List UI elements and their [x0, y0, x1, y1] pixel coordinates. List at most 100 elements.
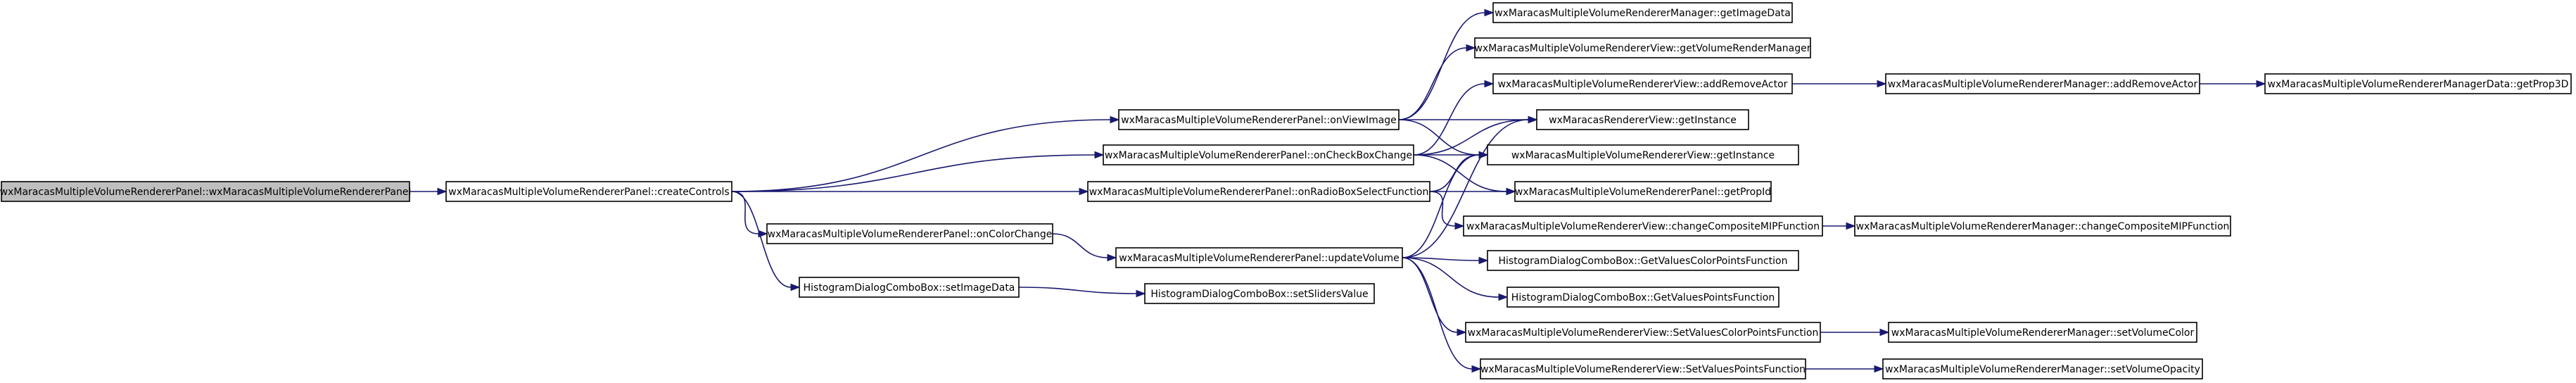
node-onRadioBoxSelectFunction[interactable]: wxMaracasMultipleVolumeRendererPanel::on… — [1087, 181, 1430, 202]
node-updateVolume[interactable]: wxMaracasMultipleVolumeRendererPanel::up… — [1115, 247, 1403, 268]
node-label: wxMaracasMultipleVolumeRendererView::cha… — [1466, 221, 1820, 232]
node-label: wxMaracasMultipleVolumeRendererManager::… — [1856, 221, 2230, 232]
node-setSlidersValue[interactable]: HistogramDialogComboBox::setSlidersValue — [1144, 283, 1375, 304]
edge-updateVolume-to-getValuesPoints — [1402, 257, 1499, 298]
node-getValuesColorPoints[interactable]: HistogramDialogComboBox::GetValuesColorP… — [1487, 250, 1799, 271]
node-box[interactable] — [766, 223, 1053, 244]
edge-updateVolume-to-viewSetValuesColorPoints — [1402, 257, 1458, 333]
node-box[interactable] — [1487, 144, 1799, 165]
arrowhead-icon — [1094, 151, 1105, 159]
edge-onCheckBoxChange-to-rendererViewGetInstance — [1413, 119, 1529, 156]
arrowhead-icon — [437, 187, 448, 196]
node-box[interactable] — [1465, 322, 1821, 343]
arrowhead-icon — [1471, 365, 1482, 373]
node-rendererViewGetInstance[interactable]: wxMaracasRendererView::getInstance — [1536, 109, 1749, 130]
edge-createControls-to-onViewImage — [731, 119, 1111, 192]
arrowhead-icon — [1528, 115, 1538, 124]
node-box[interactable] — [1144, 283, 1375, 304]
node-box[interactable] — [1115, 247, 1403, 268]
node-box[interactable] — [1492, 2, 1793, 23]
node-root[interactable]: wxMaracasMultipleVolumeRendererPanel::wx… — [0, 181, 411, 202]
node-label: wxMaracasMultipleVolumeRendererPanel::on… — [1121, 115, 1397, 126]
node-box[interactable] — [1514, 181, 1772, 202]
node-box[interactable] — [1087, 181, 1430, 202]
node-label: wxMaracasMultipleVolumeRendererPanel::wx… — [0, 187, 411, 198]
node-box[interactable] — [1474, 37, 1811, 58]
node-box[interactable] — [1103, 144, 1414, 165]
arrowhead-icon — [2256, 80, 2266, 88]
node-label: HistogramDialogComboBox::GetValuesPoints… — [1511, 292, 1775, 303]
node-label: wxMaracasMultipleVolumeRendererPanel::up… — [1119, 253, 1399, 264]
node-mgrGetImageData[interactable]: wxMaracasMultipleVolumeRendererManager::… — [1492, 2, 1793, 23]
arrowhead-icon — [1498, 293, 1509, 301]
node-mgrAddRemoveActor[interactable]: wxMaracasMultipleVolumeRendererManager::… — [1885, 73, 2200, 94]
edge-updateVolume-to-rendererViewGetInstance — [1402, 119, 1529, 258]
node-onViewImage[interactable]: wxMaracasMultipleVolumeRendererPanel::on… — [1118, 109, 1400, 130]
arrowhead-icon — [1454, 222, 1465, 230]
node-box[interactable] — [1118, 109, 1400, 130]
edge-onRadioBoxSelectFunction-to-viewChangeCompositeMIP — [1429, 191, 1456, 227]
node-viewSetValuesColorPoints[interactable]: wxMaracasMultipleVolumeRendererView::Set… — [1465, 322, 1821, 343]
node-label: wxMaracasMultipleVolumeRendererManager::… — [1888, 79, 2198, 90]
node-label: wxMaracasMultipleVolumeRendererPanel::on… — [768, 229, 1053, 240]
node-box[interactable] — [1888, 322, 2197, 343]
node-label: wxMaracasMultipleVolumeRendererPanel::on… — [1089, 187, 1429, 198]
edge-createControls-to-onCheckBoxChange — [731, 154, 1096, 192]
edge-createControls-to-onColorChange — [731, 191, 759, 234]
node-getValuesPoints[interactable]: HistogramDialogComboBox::GetValuesPoints… — [1506, 287, 1779, 308]
node-createControls[interactable]: wxMaracasMultipleVolumeRendererPanel::cr… — [445, 181, 732, 202]
arrowhead-icon — [1079, 187, 1089, 196]
node-viewAddRemoveActor[interactable]: wxMaracasMultipleVolumeRendererView::add… — [1492, 73, 1793, 94]
node-box[interactable] — [2264, 73, 2572, 94]
node-box[interactable] — [1480, 358, 1806, 379]
node-box[interactable] — [1506, 287, 1779, 308]
node-box[interactable] — [799, 277, 1020, 298]
node-mgrChangeCompositeMIP[interactable]: wxMaracasMultipleVolumeRendererManager::… — [1854, 215, 2231, 237]
edge-onCheckBoxChange-to-viewAddRemoveActor — [1413, 83, 1485, 156]
arrowhead-icon — [1484, 8, 1495, 17]
node-mgrSetVolumeOpacity[interactable]: wxMaracasMultipleVolumeRendererManager::… — [1882, 358, 2203, 379]
edge-updateVolume-to-getValuesColorPoints — [1402, 257, 1480, 261]
node-box[interactable] — [1487, 250, 1799, 271]
node-onColorChange[interactable]: wxMaracasMultipleVolumeRendererPanel::on… — [766, 223, 1053, 244]
node-label: wxMaracasMultipleVolumeRendererManagerDa… — [2268, 79, 2569, 90]
edge-updateVolume-to-viewSetValuesPoints — [1402, 257, 1473, 370]
node-box[interactable] — [1463, 215, 1823, 237]
edge-updateVolume-to-viewGetInstance — [1402, 154, 1480, 258]
node-mgrDataGetProp3D[interactable]: wxMaracasMultipleVolumeRendererManagerDa… — [2264, 73, 2572, 94]
arrowhead-icon — [1466, 44, 1476, 52]
arrowhead-icon — [1107, 253, 1117, 262]
node-label: wxMaracasMultipleVolumeRendererView::Set… — [1468, 327, 1819, 339]
edge-createControls-to-setImageData — [731, 191, 792, 288]
arrowhead-icon — [790, 283, 801, 291]
node-label: wxMaracasMultipleVolumeRendererView::get… — [1474, 43, 1810, 54]
node-viewGetInstance[interactable]: wxMaracasMultipleVolumeRendererView::get… — [1487, 144, 1799, 165]
arrowhead-icon — [1457, 328, 1467, 337]
arrowhead-icon — [1874, 365, 1884, 373]
node-onCheckBoxChange[interactable]: wxMaracasMultipleVolumeRendererPanel::on… — [1103, 144, 1414, 165]
node-panelGetPropId[interactable]: wxMaracasMultipleVolumeRendererPanel::ge… — [1514, 181, 1772, 202]
node-viewSetValuesPoints[interactable]: wxMaracasMultipleVolumeRendererView::Set… — [1480, 358, 1806, 379]
node-box[interactable] — [1854, 215, 2231, 237]
edge-onViewImage-to-viewGetVolumeRenderManager — [1398, 47, 1467, 120]
node-box[interactable] — [1885, 73, 2200, 94]
node-setImageData[interactable]: HistogramDialogComboBox::setImageData — [799, 277, 1020, 298]
node-label: wxMaracasMultipleVolumeRendererManager::… — [1885, 364, 2200, 375]
node-mgrSetVolumeColor[interactable]: wxMaracasMultipleVolumeRendererManager::… — [1888, 322, 2197, 343]
node-box[interactable] — [1536, 109, 1749, 130]
edge-onColorChange-to-updateVolume — [1052, 233, 1108, 258]
node-viewGetVolumeRenderManager[interactable]: wxMaracasMultipleVolumeRendererView::get… — [1474, 37, 1811, 58]
call-graph-edges — [410, 8, 2266, 373]
edge-onCheckBoxChange-to-panelGetPropId — [1413, 154, 1507, 192]
node-label: wxMaracasMultipleVolumeRendererPanel::ge… — [1515, 187, 1771, 198]
node-box[interactable] — [1882, 358, 2203, 379]
arrowhead-icon — [1879, 328, 1890, 337]
node-viewChangeCompositeMIP[interactable]: wxMaracasMultipleVolumeRendererView::cha… — [1463, 215, 1823, 237]
node-label: HistogramDialogComboBox::setSlidersValue — [1150, 289, 1368, 300]
node-box[interactable] — [445, 181, 732, 202]
node-box[interactable] — [1, 181, 410, 202]
node-box[interactable] — [1492, 73, 1793, 94]
node-label: wxMaracasMultipleVolumeRendererPanel::on… — [1105, 150, 1412, 161]
